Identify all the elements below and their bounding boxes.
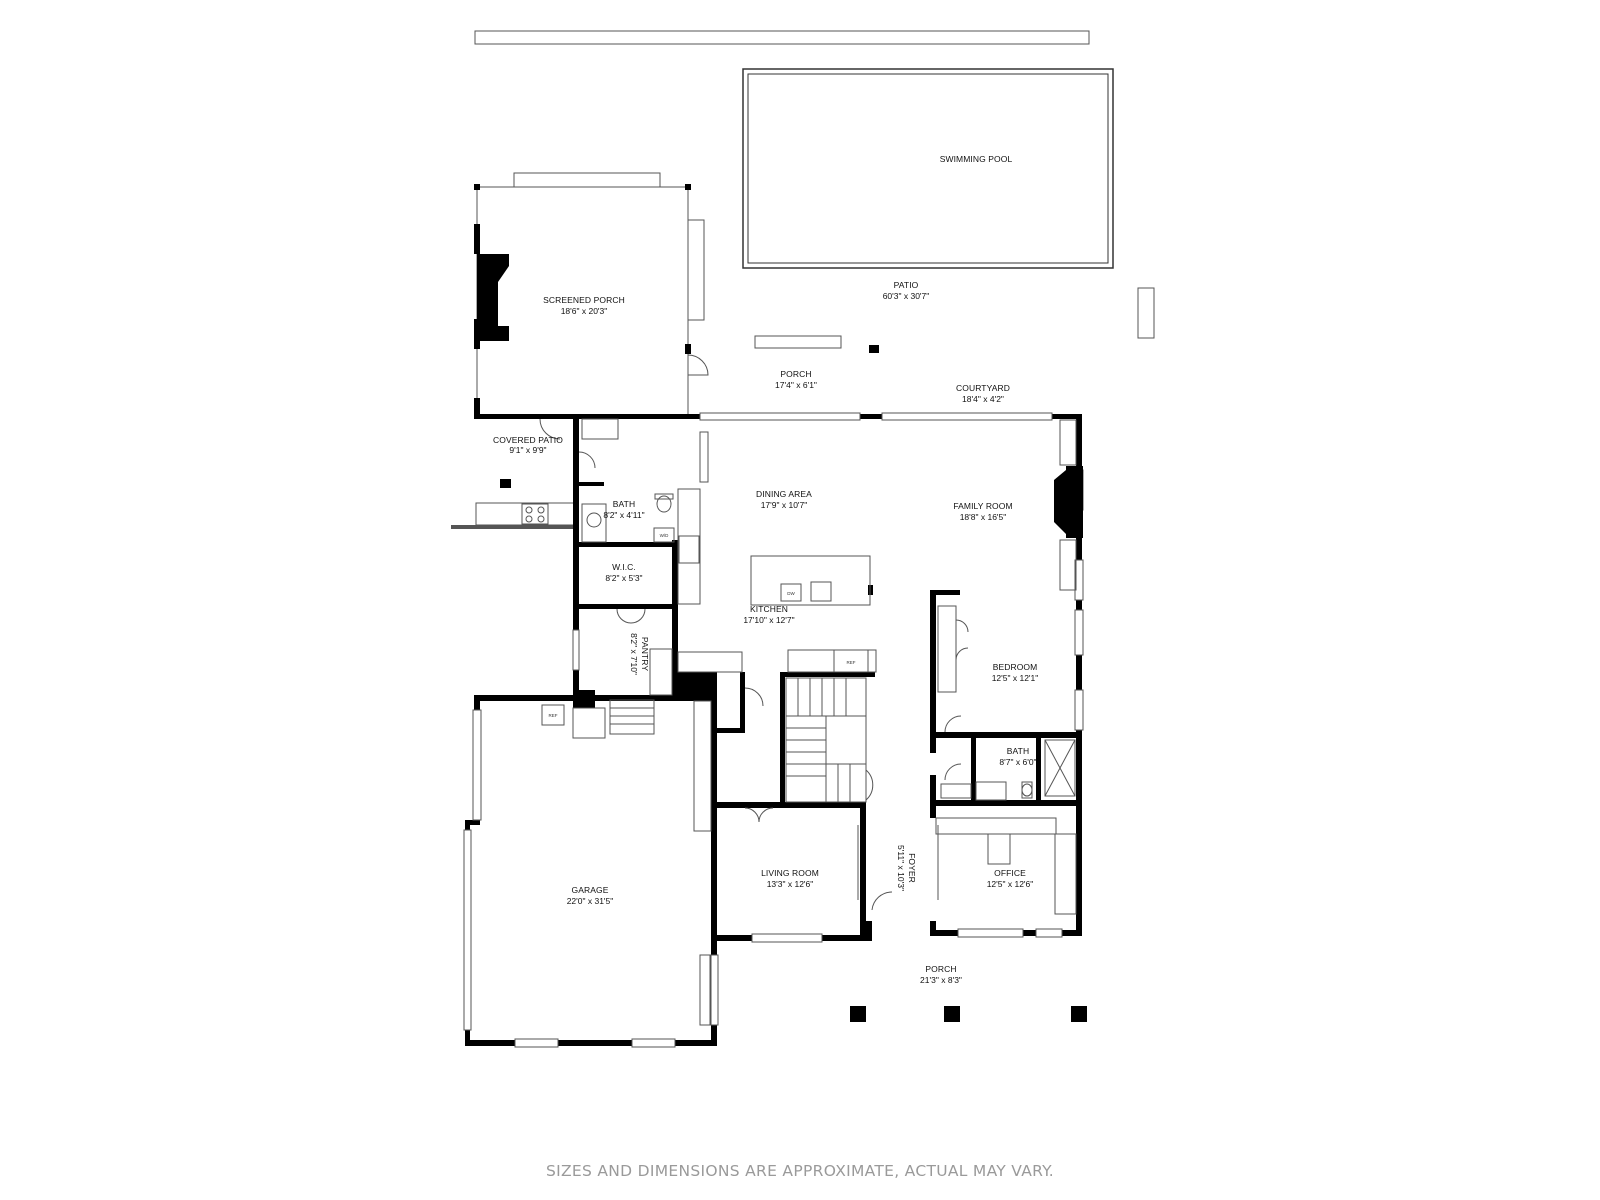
dining-area-name: DINING AREA bbox=[756, 489, 812, 499]
foyer-dim: 5'11" x 10'3" bbox=[896, 845, 906, 891]
wic-name: W.I.C. bbox=[612, 562, 636, 572]
outdoor-kitchen bbox=[451, 502, 577, 529]
covered-patio-post bbox=[500, 479, 511, 488]
office-built-ins bbox=[935, 817, 1077, 915]
covered-patio-name: COVERED PATIO bbox=[493, 435, 563, 445]
swimming-pool-name: SWIMMING POOL bbox=[940, 154, 1013, 164]
garage-stairs bbox=[609, 699, 655, 735]
garage-workbench bbox=[699, 954, 712, 1026]
fireplace-side bbox=[1059, 539, 1077, 591]
bath-1-fixtures: W/D bbox=[581, 493, 675, 543]
courtyard-name: COURTYARD bbox=[956, 383, 1010, 393]
windows bbox=[463, 412, 1084, 1048]
screened-porch bbox=[474, 172, 709, 418]
screened-porch-dim: 18'6" x 20'3" bbox=[561, 306, 608, 316]
ref-kitchen-label: REF bbox=[847, 660, 856, 665]
ref-garage-label: REF bbox=[549, 713, 558, 718]
covered-patio-dim: 9'1" x 9'9" bbox=[509, 445, 546, 455]
room-labels: SWIMMING POOL PATIO 60'3" x 30'7" SCREEN… bbox=[493, 154, 1038, 985]
living-room-dim: 13'3" x 12'6" bbox=[767, 879, 814, 889]
porch-back-name: PORCH bbox=[780, 369, 811, 379]
swimming-pool bbox=[742, 68, 1114, 269]
pantry-name: PANTRY bbox=[640, 637, 650, 672]
disclaimer-text: SIZES AND DIMENSIONS ARE APPROXIMATE, AC… bbox=[545, 1162, 1055, 1180]
kitchen-counter: REF bbox=[649, 488, 877, 696]
doors bbox=[539, 418, 969, 911]
patio-post bbox=[869, 345, 879, 353]
foyer-name: FOYER bbox=[907, 853, 917, 883]
dishwasher-label: DW bbox=[787, 591, 795, 596]
kitchen-name: KITCHEN bbox=[750, 604, 788, 614]
fence-line bbox=[474, 30, 1090, 45]
family-room-dim: 18'8" x 16'5" bbox=[960, 512, 1007, 522]
patio-table bbox=[754, 335, 842, 349]
garage-name: GARAGE bbox=[572, 885, 609, 895]
bath-2-dim: 8'7" x 6'0" bbox=[999, 757, 1036, 767]
office-dim: 12'5" x 12'6" bbox=[987, 879, 1034, 889]
wic-dim: 8'2" x 5'3" bbox=[605, 573, 642, 583]
bedroom-dim: 12'5" x 12'1" bbox=[992, 673, 1039, 683]
kitchen-dim: 17'10" x 12'7" bbox=[743, 615, 794, 625]
washer-dryer-label: W/D bbox=[660, 533, 669, 538]
porch-front-name: PORCH bbox=[925, 964, 956, 974]
staircase bbox=[785, 677, 867, 803]
family-room-name: FAMILY ROOM bbox=[953, 501, 1012, 511]
porch-front-dim: 21'3" x 8'3" bbox=[920, 975, 962, 985]
kitchen-island: DW bbox=[750, 555, 871, 606]
bedroom-name: BEDROOM bbox=[993, 662, 1038, 672]
office-name: OFFICE bbox=[994, 868, 1026, 878]
family-room-fireplace bbox=[1054, 466, 1083, 538]
bath-2-name: BATH bbox=[1007, 746, 1029, 756]
fireplace-side bbox=[1059, 419, 1077, 466]
dining-area-dim: 17'9" x 10'7" bbox=[761, 500, 808, 510]
closets bbox=[581, 418, 957, 693]
patio-dim: 60'3" x 30'7" bbox=[883, 291, 930, 301]
screened-porch-name: SCREENED PORCH bbox=[543, 295, 625, 305]
porch-posts bbox=[850, 1006, 1087, 1022]
pantry-dim: 8'2" x 7'10" bbox=[629, 633, 639, 675]
garage-ref bbox=[541, 704, 565, 726]
living-room-name: LIVING ROOM bbox=[761, 868, 819, 878]
bath-1-dim: 8'2" x 4'11" bbox=[603, 510, 644, 520]
porch-back-dim: 17'4" x 6'1" bbox=[775, 380, 817, 390]
bath-2-fixtures bbox=[940, 739, 1076, 801]
garage-dim: 22'0" x 31'5" bbox=[567, 896, 614, 906]
patio-bench bbox=[1137, 287, 1155, 339]
patio-name: PATIO bbox=[894, 280, 919, 290]
bath-1-name: BATH bbox=[613, 499, 635, 509]
garage-freezer bbox=[572, 707, 606, 739]
garage-cabinets bbox=[693, 700, 712, 832]
courtyard-dim: 18'4" x 4'2" bbox=[962, 394, 1004, 404]
